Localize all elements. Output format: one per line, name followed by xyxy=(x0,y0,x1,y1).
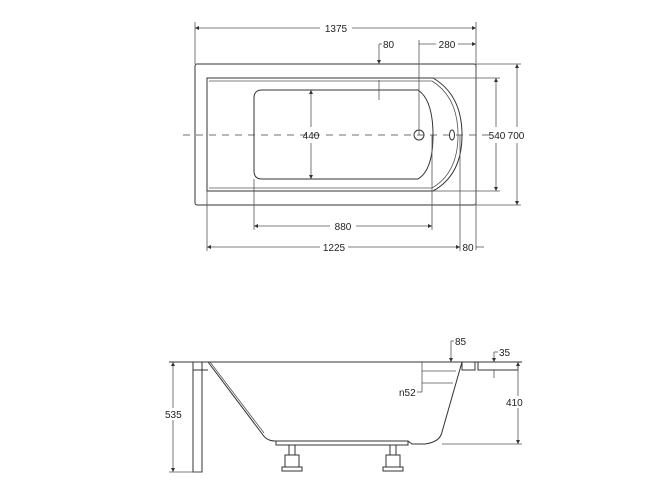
dim-1225: 1225 xyxy=(323,243,346,254)
dim-35: 35 xyxy=(499,348,511,359)
support-foot-left xyxy=(281,444,303,472)
support-foot-right xyxy=(382,444,404,472)
overflow xyxy=(449,129,455,141)
dim-410: 410 xyxy=(506,398,523,409)
tub-body xyxy=(207,361,463,445)
dim-1375: 1375 xyxy=(325,24,348,35)
dim-700: 700 xyxy=(508,131,525,142)
front-panel xyxy=(192,361,203,473)
side-view: 535 410 85 35 n52 xyxy=(162,337,527,473)
dim-n52: n52 xyxy=(399,388,416,399)
dim-80-right: 80 xyxy=(462,243,474,254)
base-plate xyxy=(275,440,409,446)
top-view: 1375 80 280 440 540 700 880 1225 80 xyxy=(183,22,525,254)
dim-80-top: 80 xyxy=(383,40,395,51)
dim-280: 280 xyxy=(439,40,456,51)
dim-535: 535 xyxy=(165,410,182,421)
dim-85: 85 xyxy=(455,337,467,348)
basin xyxy=(253,89,434,180)
dim-540: 540 xyxy=(489,131,506,142)
outer-rim xyxy=(194,63,477,206)
dim-440: 440 xyxy=(303,131,320,142)
dim-880: 880 xyxy=(335,222,352,233)
